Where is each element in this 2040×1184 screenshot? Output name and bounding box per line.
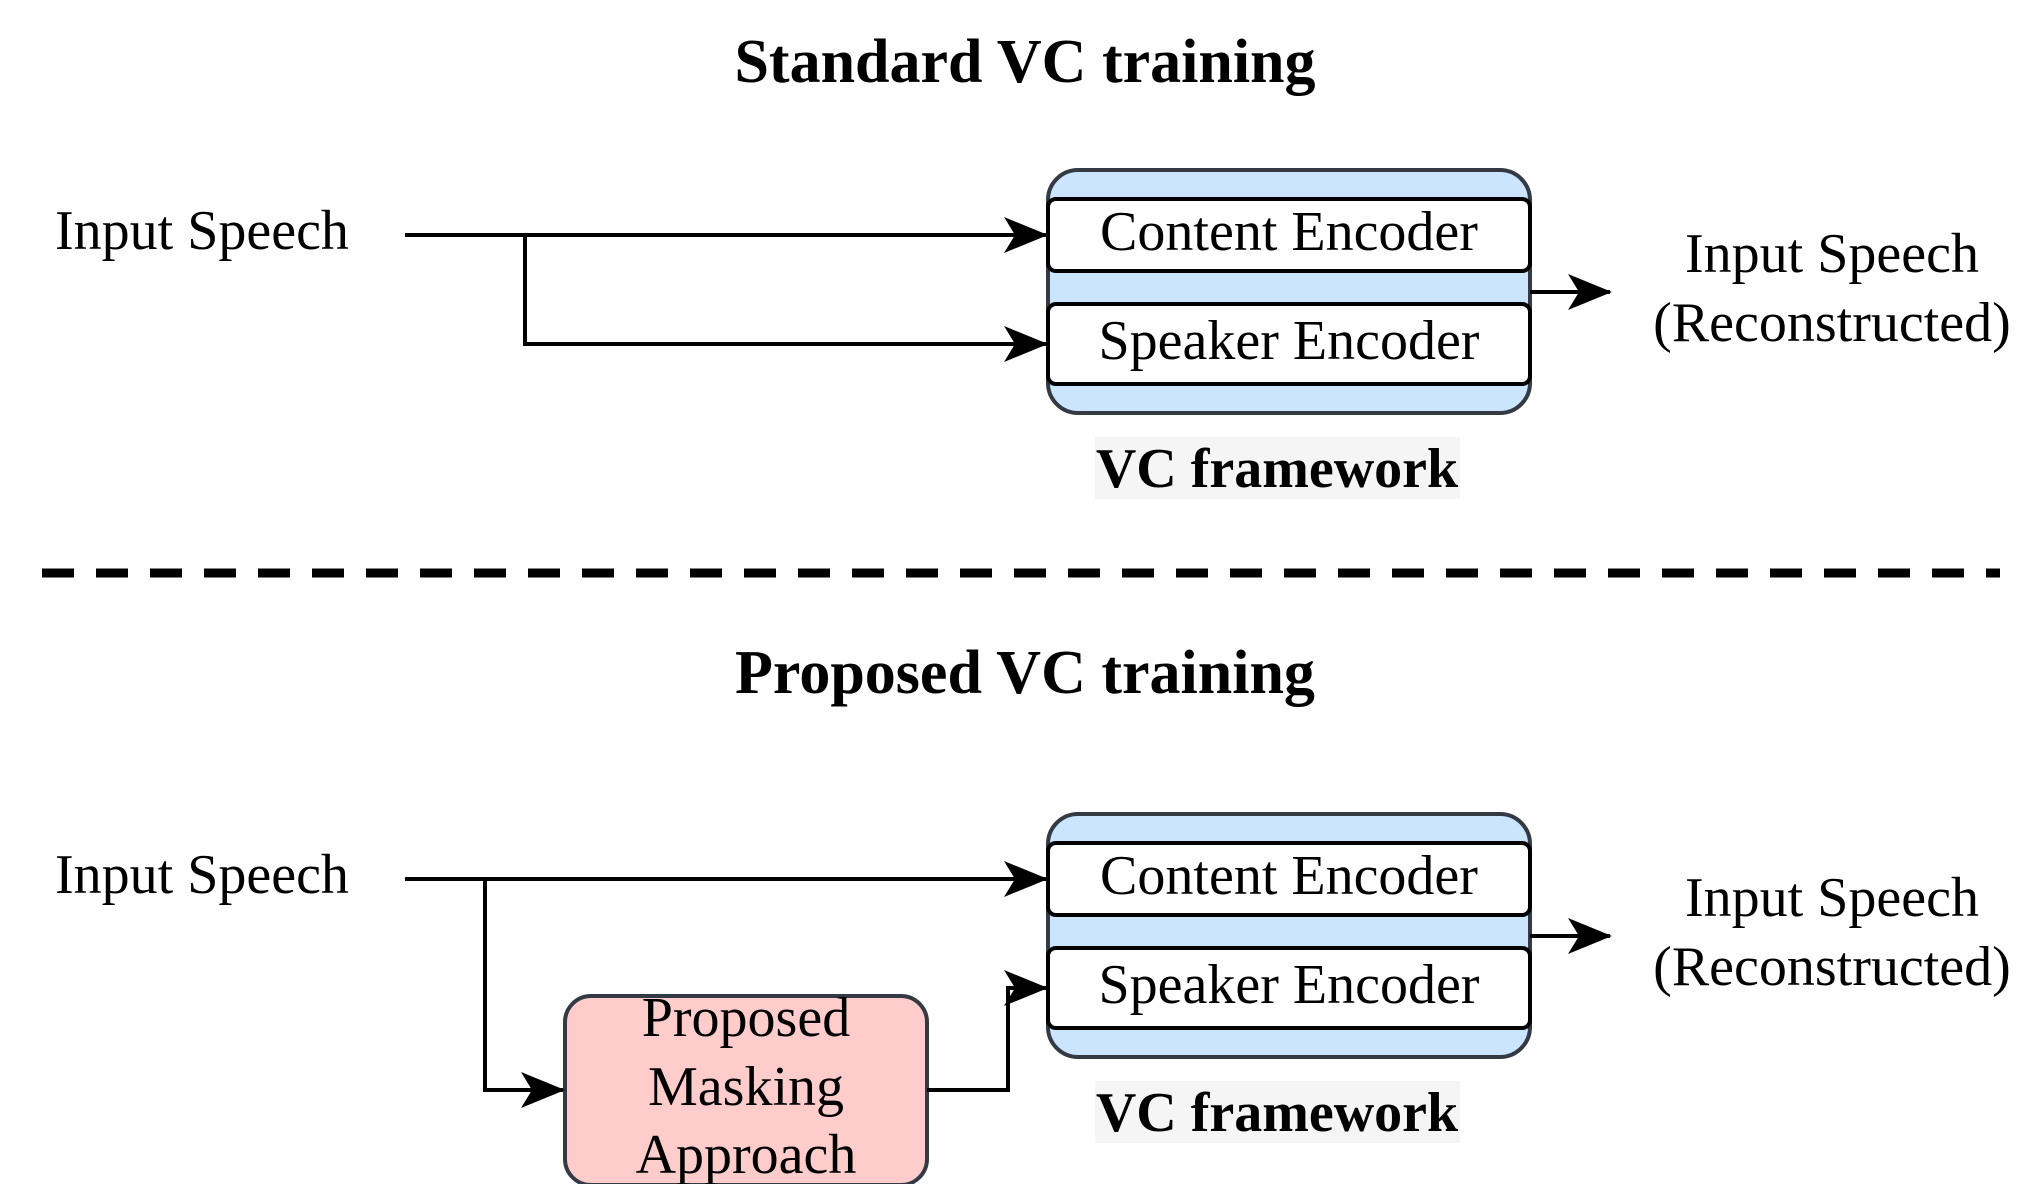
- standard-title: Standard VC training: [734, 28, 1315, 96]
- proposed-framework-caption-bg: [1095, 1081, 1460, 1143]
- standard-content-encoder-label: Content Encoder: [1100, 201, 1478, 263]
- proposed-input-label: Input Speech: [55, 844, 349, 906]
- proposed-speaker-encoder-label: Speaker Encoder: [1099, 954, 1480, 1016]
- standard-speaker-encoder-label: Speaker Encoder: [1099, 310, 1480, 372]
- proposed-output-line1: Input Speech: [1685, 867, 1979, 929]
- standard-arrow-to-speaker-encoder: [523, 235, 1048, 362]
- proposed-arrow-to-masking: [483, 879, 565, 1108]
- proposed-title: Proposed VC training: [735, 639, 1315, 707]
- standard-output-line2: (Reconstructed): [1653, 292, 2011, 354]
- standard-speaker-encoder-box: [1046, 302, 1532, 386]
- proposed-masking-line3: Approach: [636, 1124, 857, 1184]
- proposed-masking-line2: Masking: [648, 1056, 844, 1118]
- proposed-output-line2: (Reconstructed): [1653, 936, 2011, 998]
- standard-framework-caption-bg: [1095, 437, 1460, 499]
- proposed-framework-caption: VC framework: [1096, 1082, 1459, 1144]
- proposed-section: Proposed VC training Input Speech Conten…: [55, 639, 2011, 1184]
- standard-output-line1: Input Speech: [1685, 223, 1979, 285]
- proposed-masking-line1: Proposed: [642, 987, 850, 1049]
- standard-framework-caption: VC framework: [1096, 438, 1459, 500]
- standard-section: Standard VC training Input Speech Conten…: [55, 28, 2011, 500]
- standard-input-label: Input Speech: [55, 200, 349, 262]
- proposed-content-encoder-box: [1046, 841, 1532, 917]
- proposed-speaker-encoder-box: [1046, 946, 1532, 1030]
- standard-content-encoder-box: [1046, 197, 1532, 273]
- proposed-content-encoder-label: Content Encoder: [1100, 845, 1478, 907]
- proposed-arrow-to-speaker-encoder: [927, 970, 1048, 1092]
